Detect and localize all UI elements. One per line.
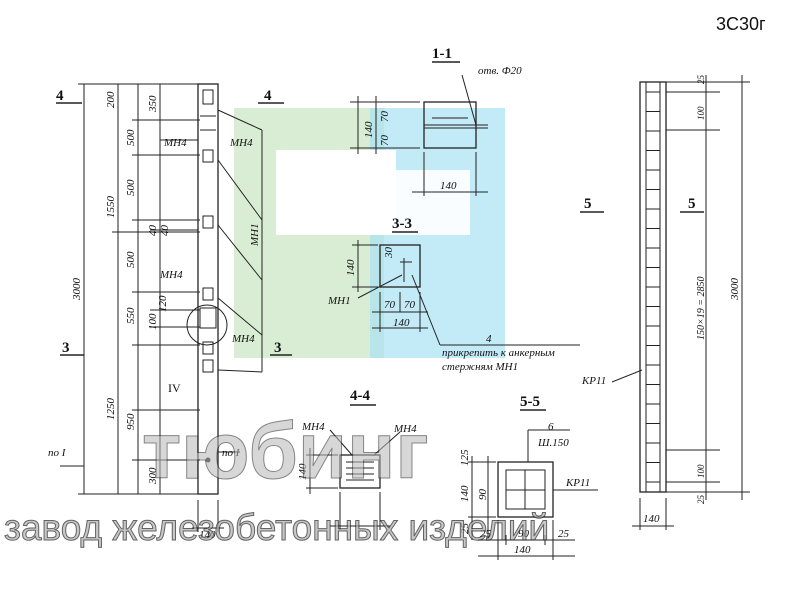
label-mn1-vertical: МН1 [249,223,261,247]
dim-500-b: 500 [125,179,137,196]
dim-100: 100 [147,313,159,330]
label-po1-left: по I [48,447,67,459]
label-mn4-44-a: МН4 [301,421,325,433]
watermark-subtitle: завод железобетонных изделий [4,507,549,548]
label-mn1-33: МН1 [327,295,351,307]
r-dim-100-b: 100 [696,464,706,478]
section-title-5-5: 5-5 [520,394,540,410]
dim-200: 200 [105,91,117,108]
s33-dim-30: 30 [383,247,395,260]
section-1-1 [350,61,488,196]
s11-dim-140-h: 140 [363,121,375,138]
dim-500-c: 500 [125,251,137,268]
s55-dim-140-h: 140 [459,485,471,502]
dim-40-b: 40 [159,225,171,237]
label-hole-f20: отв. Ф20 [478,65,522,77]
r-dim-100-a: 100 [696,106,706,120]
s55-dim-90: 90 [518,528,530,540]
dim-40-a: 40 [147,225,159,237]
dim-550: 550 [125,307,137,324]
s33-dim-140-w: 140 [393,317,410,329]
s11-dim-140-w: 140 [440,180,457,192]
section-mark-4-left: 4 [56,88,64,104]
column-side-view [580,75,750,530]
dim-1250: 1250 [105,398,117,421]
s55-dim-25-b: 25 [558,528,570,540]
label-mn4-a: МН4 [163,137,187,149]
dim-3000: 3000 [71,278,83,302]
label-note-line1: прикрепить к анкерным [442,347,555,359]
dim-120: 120 [157,295,169,312]
label-kp11-r: КР11 [581,375,606,387]
watermark-logo [234,108,505,358]
r-dim-140: 140 [643,513,660,525]
label-kp11-55: КР11 [565,477,590,489]
s11-dim-70-a: 70 [379,111,391,123]
dim-350: 350 [147,95,159,113]
label-note-line2: стержням МН1 [442,361,518,373]
section-title-4-4: 4-4 [350,388,370,404]
s55-dim-140-w: 140 [514,544,531,556]
label-six: 6 [548,421,554,433]
r-dim-150x19: 150×19 = 2850 [696,277,707,341]
watermark-title: тюбинг [142,406,429,495]
r-dim-3000: 3000 [729,278,741,302]
section-5-5 [468,409,598,560]
r-dim-25-a: 25 [696,75,706,85]
section-mark-5-right: 5 [688,196,696,212]
s55-dim-25-v: 25 [459,523,471,535]
drawing-code: 3С30г [716,14,766,34]
label-sh150: Ш.150 [537,437,569,449]
s33-dim-140: 140 [345,259,357,276]
s55-dim-125: 125 [459,449,471,466]
section-title-1-1: 1-1 [432,46,452,62]
s11-dim-70-b: 70 [379,135,391,147]
s55-dim-25-a: 25 [480,528,492,540]
section-title-3-3: 3-3 [392,216,412,232]
s33-dim-70-b: 70 [404,299,416,311]
dim-140-base: 140 [199,529,216,541]
label-mn4-44-b: МН4 [393,423,417,435]
dim-950: 950 [125,413,137,430]
label-mn4-c: МН4 [159,269,183,281]
label-mn4-b: МН4 [229,137,253,149]
section-4-4 [306,404,401,530]
label-po1-right: по I [222,447,241,459]
column-elevation [56,83,292,532]
section-3-3 [352,231,580,346]
section-mark-3-left: 3 [62,340,70,356]
dim-500-a: 500 [125,129,137,146]
section-mark-3-right: 3 [274,340,282,356]
label-mn4-d: МН4 [231,333,255,345]
s33-dim-70-a: 70 [384,299,396,311]
section-mark-5-left: 5 [584,196,592,212]
s55-dim-90-v: 90 [477,489,489,501]
dim-300: 300 [147,467,159,485]
section-mark-4-right: 4 [264,88,272,104]
dim-1550: 1550 [105,196,117,219]
detail-mark-iv: IV [168,381,181,395]
label-note-number: 4 [486,333,492,345]
s44-dim-140: 140 [297,463,309,480]
r-dim-25-b: 25 [696,495,706,505]
